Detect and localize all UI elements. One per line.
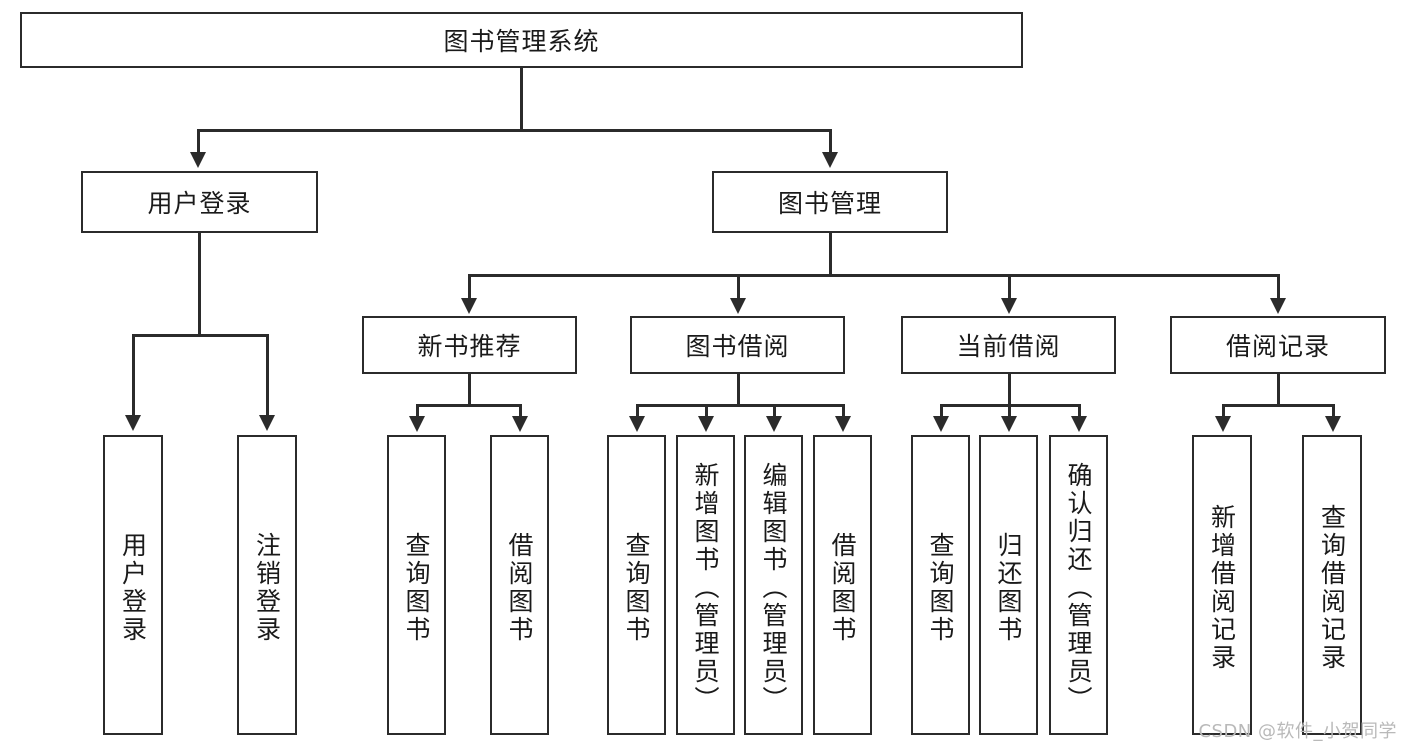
leaf-new-book-query[interactable]: 查询图书: [387, 435, 446, 735]
arrow-root-to-user-login: [190, 152, 206, 168]
arrow-user-login-leaf1: [125, 415, 141, 431]
connector-book-borrow-leaf3: [773, 404, 776, 418]
connector-borrow-records-leaf2: [1332, 404, 1335, 418]
node-label: 用户登录: [118, 532, 148, 644]
node-label: 查询图书: [926, 532, 955, 644]
connector-book-mgmt-bus: [468, 274, 1278, 277]
arrow-current-borrow-leaf2: [1001, 416, 1017, 432]
leaf-borrow-records-add[interactable]: 新增借阅记录: [1192, 435, 1252, 735]
node-label: 图书管理系统: [443, 27, 600, 56]
arrow-new-book-leaf2: [512, 416, 528, 432]
node-label: 查询借阅记录: [1317, 504, 1347, 672]
connector-user-login-leaf1: [132, 334, 135, 417]
node-user-login[interactable]: 用户登录: [81, 171, 318, 233]
leaf-book-borrow-add[interactable]: 新增图书（管理员）: [676, 435, 735, 735]
connector-user-login-bus: [132, 334, 268, 337]
node-label: 图书管理: [777, 189, 882, 218]
leaf-current-borrow-confirm-return[interactable]: 确认归还（管理员）: [1049, 435, 1108, 735]
leaf-book-borrow-borrow[interactable]: 借阅图书: [813, 435, 872, 735]
connector-to-borrow-records: [1277, 274, 1280, 300]
connector-new-book-bus: [416, 404, 521, 407]
connector-book-borrow-leaf1: [636, 404, 639, 418]
connector-new-book-stem: [468, 374, 471, 406]
arrow-book-borrow-leaf4: [835, 416, 851, 432]
node-label: 新书推荐: [417, 332, 522, 361]
node-label: 用户登录: [147, 189, 252, 218]
node-label: 查询图书: [622, 532, 651, 644]
node-root-library-system[interactable]: 图书管理系统: [20, 12, 1023, 68]
connector-root-to-user-login: [197, 129, 200, 154]
leaf-current-borrow-query[interactable]: 查询图书: [911, 435, 970, 735]
arrow-borrow-records-leaf1: [1215, 416, 1231, 432]
node-label: 确认归还（管理员）: [1064, 462, 1093, 714]
connector-borrow-records-leaf1: [1222, 404, 1225, 418]
connector-root-stem: [520, 68, 523, 130]
connector-current-borrow-leaf1: [940, 404, 943, 418]
node-label: 新增借阅记录: [1207, 504, 1237, 672]
leaf-borrow-records-query[interactable]: 查询借阅记录: [1302, 435, 1362, 735]
arrow-book-borrow-leaf1: [629, 416, 645, 432]
arrow-user-login-leaf2: [259, 415, 275, 431]
node-label: 借阅记录: [1225, 332, 1330, 361]
arrow-to-new-book-recommend: [461, 298, 477, 314]
connector-root-bus: [197, 129, 831, 132]
arrow-current-borrow-leaf1: [933, 416, 949, 432]
node-current-borrow[interactable]: 当前借阅: [901, 316, 1116, 374]
leaf-user-login-login[interactable]: 用户登录: [103, 435, 163, 735]
connector-user-login-leaf2: [266, 334, 269, 417]
leaf-book-borrow-edit[interactable]: 编辑图书（管理员）: [744, 435, 803, 735]
node-label: 图书借阅: [685, 332, 790, 361]
arrow-root-to-book-mgmt: [822, 152, 838, 168]
connector-book-borrow-leaf2: [705, 404, 708, 418]
connector-new-book-leaf1: [416, 404, 419, 418]
connector-current-borrow-leaf3: [1078, 404, 1081, 418]
node-label: 查询图书: [402, 532, 431, 644]
connector-book-borrow-bus: [636, 404, 844, 407]
connector-borrow-records-stem: [1277, 374, 1280, 406]
connector-current-borrow-leaf2: [1008, 404, 1011, 418]
arrow-borrow-records-leaf2: [1325, 416, 1341, 432]
connector-borrow-records-bus: [1222, 404, 1334, 407]
connector-root-to-book-mgmt: [829, 129, 832, 154]
arrow-to-current-borrow: [1001, 298, 1017, 314]
node-new-book-recommend[interactable]: 新书推荐: [362, 316, 577, 374]
connector-current-borrow-stem: [1008, 374, 1011, 406]
arrow-book-borrow-leaf2: [698, 416, 714, 432]
connector-to-new-book-recommend: [468, 274, 471, 300]
connector-user-login-stem: [198, 233, 201, 336]
leaf-book-borrow-query[interactable]: 查询图书: [607, 435, 666, 735]
connector-new-book-leaf2: [519, 404, 522, 418]
node-label: 借阅图书: [828, 532, 857, 644]
arrow-to-book-borrow: [730, 298, 746, 314]
node-label: 当前借阅: [956, 332, 1061, 361]
node-label: 注销登录: [252, 532, 282, 644]
leaf-user-login-logout[interactable]: 注销登录: [237, 435, 297, 735]
connector-to-book-borrow: [737, 274, 740, 300]
node-label: 借阅图书: [505, 532, 534, 644]
arrow-to-borrow-records: [1270, 298, 1286, 314]
leaf-current-borrow-return[interactable]: 归还图书: [979, 435, 1038, 735]
connector-book-mgmt-stem: [829, 233, 832, 275]
arrow-new-book-leaf1: [409, 416, 425, 432]
connector-to-current-borrow: [1008, 274, 1011, 300]
node-borrow-records[interactable]: 借阅记录: [1170, 316, 1386, 374]
arrow-book-borrow-leaf3: [766, 416, 782, 432]
node-label: 新增图书（管理员）: [691, 462, 720, 714]
node-label: 编辑图书（管理员）: [759, 462, 788, 714]
node-book-borrow[interactable]: 图书借阅: [630, 316, 845, 374]
arrow-current-borrow-leaf3: [1071, 416, 1087, 432]
leaf-new-book-borrow[interactable]: 借阅图书: [490, 435, 549, 735]
connector-book-borrow-leaf4: [842, 404, 845, 418]
node-book-management[interactable]: 图书管理: [712, 171, 948, 233]
connector-book-borrow-stem: [737, 374, 740, 406]
node-label: 归还图书: [994, 532, 1023, 644]
